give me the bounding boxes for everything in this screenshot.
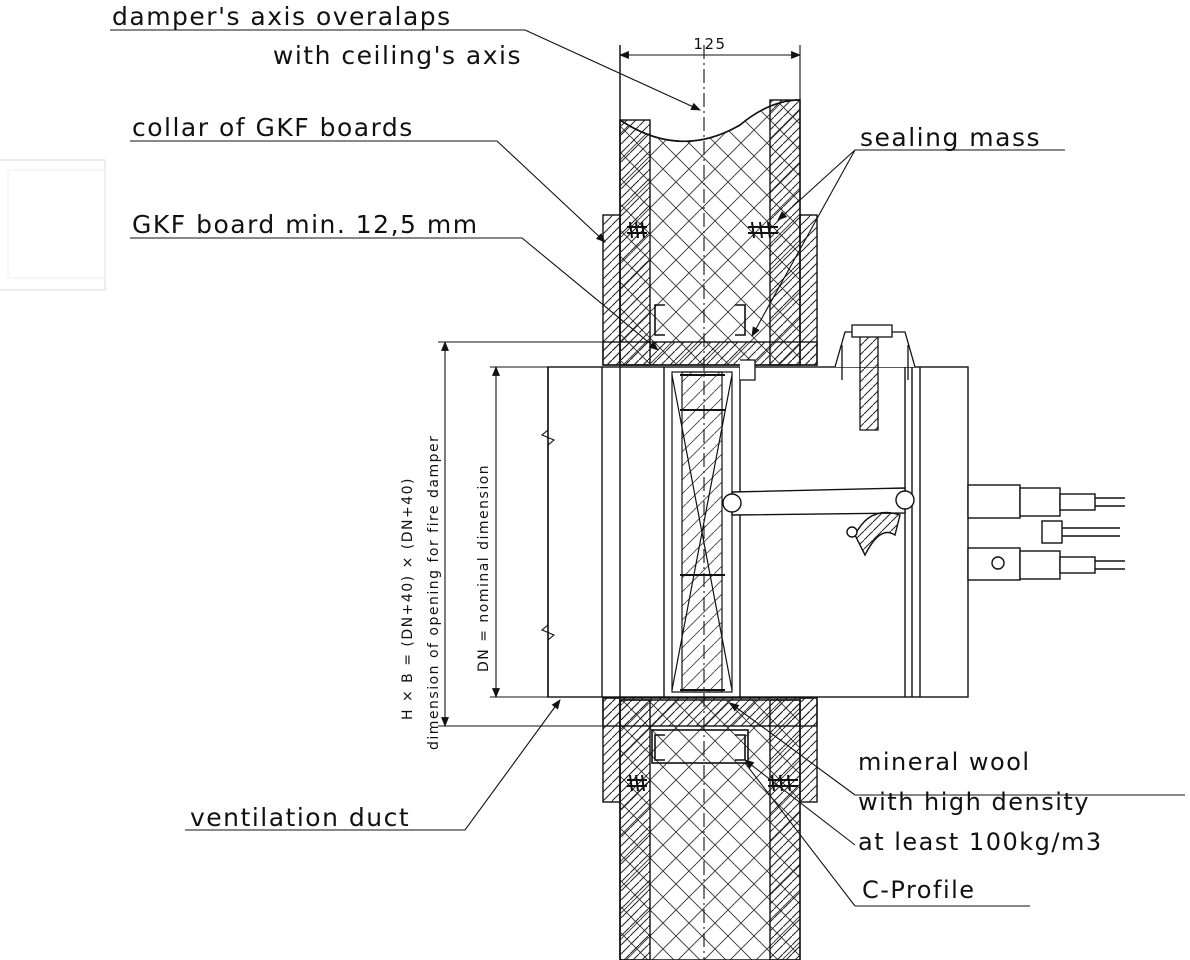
watermark-inner	[7, 169, 106, 279]
ventilation-duct	[547, 366, 969, 698]
axis-note-line2: with ceiling's axis	[273, 41, 522, 70]
hxb-label-line2: dimension of opening for fire damper	[426, 435, 442, 750]
collar-label: collar of GKF boards	[132, 113, 414, 142]
dimension-125	[619, 45, 801, 115]
watermark-frame	[0, 159, 106, 291]
axis-note-line1: damper's axis overalaps	[112, 2, 452, 31]
thermal-release	[740, 324, 916, 431]
hxb-label-line1: H × B = (DN+40) × (DN+40)	[400, 477, 416, 720]
leader-lines	[110, 29, 1185, 846]
lever-mechanism	[722, 487, 915, 557]
gkf-collar-lower	[602, 697, 818, 803]
mineral-wool-line2: with high density	[858, 788, 1090, 816]
actuator-connectors	[967, 484, 1125, 581]
mineral-wool-line3: at least 100kg/m3	[858, 828, 1103, 856]
dimension-125-label: 125	[693, 35, 726, 53]
c-profile-label: C-Profile	[862, 876, 976, 904]
sealing-mass-label: sealing mass	[860, 123, 1041, 152]
ceiling-lower	[619, 699, 801, 960]
dimension-hxb	[438, 341, 603, 727]
sealing-mass-marks	[627, 221, 798, 792]
gkf-board-label: GKF board min. 12,5 mm	[132, 210, 479, 239]
dimension-dn	[490, 366, 556, 698]
damper-blade	[671, 371, 733, 693]
c-profile-leader	[744, 762, 856, 907]
ventilation-duct-label: ventilation duct	[190, 803, 410, 832]
gkf-collar-upper	[602, 214, 818, 366]
mineral-wool-line1: mineral wool	[858, 748, 1031, 776]
c-profiles	[651, 304, 749, 764]
dn-label: DN = nominal dimension	[476, 464, 492, 672]
